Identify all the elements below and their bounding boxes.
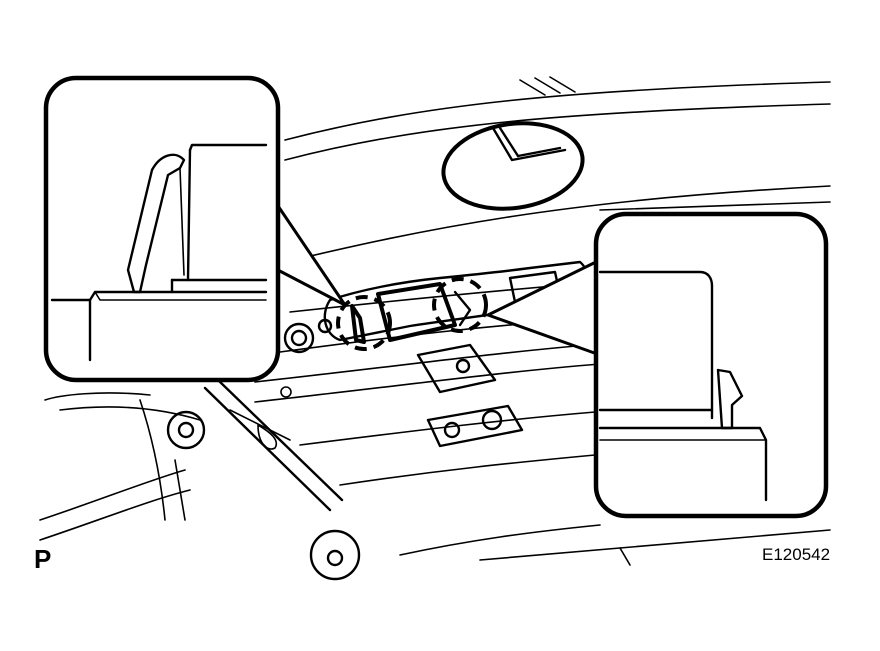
emblem <box>441 121 585 211</box>
view-label: P <box>34 544 52 574</box>
left-clip-marker <box>336 295 392 351</box>
illustration-code: E120542 <box>762 545 831 564</box>
right-detail-callout <box>593 211 829 519</box>
clip-location-markers <box>336 277 488 351</box>
left-detail-callout <box>43 75 281 383</box>
right-clip-marker <box>432 277 488 333</box>
mounting-holes <box>166 322 524 581</box>
trunk-lid-panel <box>39 76 831 566</box>
